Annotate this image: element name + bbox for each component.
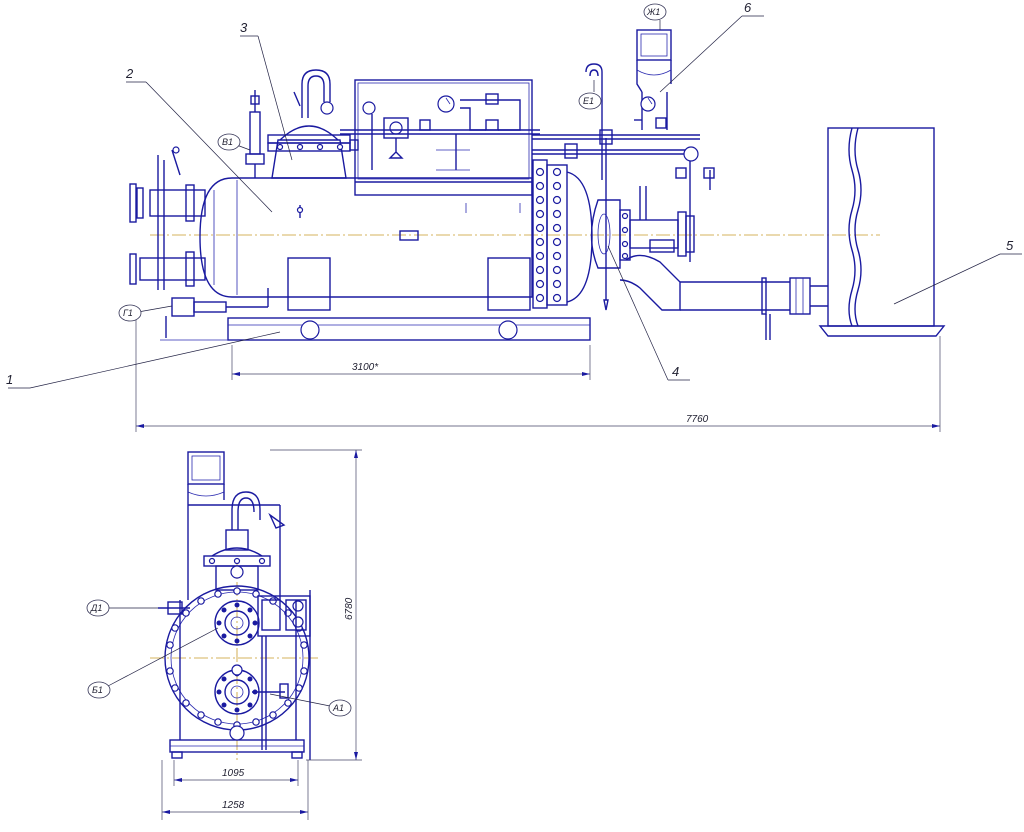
side-view bbox=[129, 29, 946, 432]
bubble-g: Г1 bbox=[118, 304, 142, 322]
callout-1: 1 bbox=[6, 372, 13, 387]
bubble-d-label: Д1 bbox=[90, 603, 102, 613]
callout-5: 5 bbox=[1006, 238, 1014, 253]
bubble-zh: Ж1 bbox=[643, 3, 667, 21]
bubble-d: Д1 bbox=[86, 599, 110, 617]
bubble-v-label: В1 bbox=[222, 137, 233, 147]
callout-6: 6 bbox=[744, 0, 752, 15]
bubble-a: А1 bbox=[328, 699, 352, 717]
front-view bbox=[150, 449, 362, 820]
chimney bbox=[634, 29, 672, 130]
upper-piping bbox=[532, 63, 715, 311]
bubble-g-label: Г1 bbox=[123, 308, 133, 318]
callout-3: 3 bbox=[240, 20, 248, 35]
steam-dome bbox=[245, 69, 351, 179]
callout-2: 2 bbox=[125, 66, 134, 81]
bubble-e-label: Е1 bbox=[583, 96, 594, 106]
boiler-shell bbox=[199, 177, 533, 298]
control-panel bbox=[340, 79, 540, 196]
leader-lines bbox=[8, 15, 1022, 707]
dim-total-length: 7760 bbox=[686, 414, 709, 425]
rear-nozzles bbox=[129, 146, 269, 338]
callout-4: 4 bbox=[672, 364, 679, 379]
dim-width-inner: 1095 bbox=[222, 768, 245, 779]
bubble-e: Е1 bbox=[578, 92, 602, 110]
base-frame bbox=[160, 257, 591, 341]
flue-duct bbox=[619, 254, 828, 340]
front-flange bbox=[532, 159, 593, 309]
bubble-a-label: А1 bbox=[332, 703, 344, 713]
bubble-v: В1 bbox=[217, 133, 241, 151]
bubble-zh-label: Ж1 bbox=[646, 7, 660, 17]
dim-height: 6780 bbox=[344, 597, 355, 620]
bubble-b-label: Б1 bbox=[92, 685, 103, 695]
bubble-b: Б1 bbox=[87, 681, 111, 699]
burner-unit bbox=[590, 186, 695, 269]
dimensions-side bbox=[135, 320, 941, 432]
dim-width-outer: 1258 bbox=[222, 800, 245, 811]
dim-boiler-length: 3100* bbox=[352, 362, 379, 373]
stack bbox=[818, 127, 946, 337]
